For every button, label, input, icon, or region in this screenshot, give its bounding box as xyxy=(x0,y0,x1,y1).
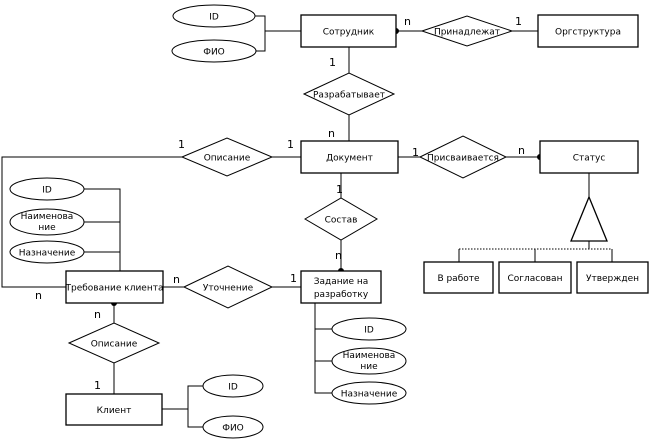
entity-trebovanie-label: Требование клиента xyxy=(65,284,164,294)
attribute-treb-id[interactable]: ID xyxy=(9,177,85,201)
entity-utverzhden[interactable]: Утвержден xyxy=(576,261,649,294)
cardinality-treb-opis: 1 xyxy=(178,138,185,151)
attribute-zad-name[interactable]: Наименова ние xyxy=(331,347,407,375)
relationship-prisvaivaetsya[interactable]: Присваивается xyxy=(418,135,508,179)
attribute-sotrudnik-id-label: ID xyxy=(209,13,219,23)
cardinality-sotr-razr: 1 xyxy=(329,56,336,69)
entity-zadanie-label-line1: Задание на xyxy=(314,277,369,287)
attribute-sotrudnik-fio[interactable]: ФИО xyxy=(171,39,257,63)
cardinality-zad-utoch: 1 xyxy=(290,272,297,285)
cardinality-status-prisv: n xyxy=(518,144,525,157)
cardinality-treb-loop: n xyxy=(35,289,42,302)
cardinality-doc-sostav: 1 xyxy=(336,183,343,196)
cardinality-treb-opis2: n xyxy=(94,308,101,321)
entity-sotrudnik[interactable]: Сотрудник xyxy=(300,14,397,48)
entity-zadanie-label-line2: разработку xyxy=(314,290,369,300)
entity-soglasovan[interactable]: Согласован xyxy=(498,261,572,294)
relationship-razrabatyvaet-label: Разрабатывает xyxy=(313,91,385,101)
cardinality-doc-razr: n xyxy=(328,127,335,140)
attribute-treb-name-label-line1: Наименова xyxy=(21,212,74,222)
relationship-opisanie-doc-label: Описание xyxy=(204,154,251,164)
entity-status-label: Статус xyxy=(573,154,606,164)
cardinality-doc-prisv: 1 xyxy=(412,146,419,159)
relationship-utochnenie-label: Уточнение xyxy=(203,284,254,294)
attribute-treb-purpose-label: Назначение xyxy=(19,249,76,259)
line-treb-attr-bracket xyxy=(84,188,121,271)
entity-status[interactable]: Статус xyxy=(539,140,639,174)
entity-v-rabote-label: В работе xyxy=(437,274,480,284)
line-klient-attr-bracket xyxy=(187,385,203,428)
attribute-klient-id-label: ID xyxy=(228,383,238,393)
attribute-klient-fio[interactable]: ФИО xyxy=(202,415,264,439)
cardinality-sotr-prin: n xyxy=(404,15,411,28)
attribute-treb-purpose[interactable]: Назначение xyxy=(9,240,85,264)
relationship-prinadlezhat[interactable]: Принадлежат xyxy=(420,15,514,47)
cardinality-org-prin: 1 xyxy=(515,15,522,28)
attribute-zad-name-label-line1: Наименова xyxy=(343,351,396,361)
relationship-sostav[interactable]: Состав xyxy=(304,197,378,241)
line-sotrudnik-attr-id xyxy=(255,15,266,52)
entity-dokument-label: Документ xyxy=(326,154,373,164)
relationship-sostav-label: Состав xyxy=(325,216,358,226)
entity-utverzhden-label: Утвержден xyxy=(586,274,639,284)
cardinality-zad-sostav: n xyxy=(335,249,342,262)
connector-lines xyxy=(1,15,613,428)
attribute-sotrudnik-fio-label: ФИО xyxy=(203,48,225,58)
attribute-zad-id[interactable]: ID xyxy=(331,317,407,341)
line-zad-attr-bracket xyxy=(314,303,332,394)
entity-klient[interactable]: Клиент xyxy=(65,393,163,426)
generalization-triangle xyxy=(570,195,608,242)
entity-trebovanie-klienta[interactable]: Требование клиента xyxy=(65,270,164,304)
entity-dokument[interactable]: Документ xyxy=(300,140,399,174)
attribute-treb-name[interactable]: Наименова ние xyxy=(9,208,85,236)
relationship-prinadlezhat-label: Принадлежат xyxy=(434,28,500,38)
entity-v-rabote[interactable]: В работе xyxy=(423,261,494,294)
entity-orgstruktura-label: Оргструктура xyxy=(555,28,621,38)
entity-klient-label: Клиент xyxy=(97,406,132,416)
cardinality-treb-utoch: n xyxy=(173,273,180,286)
attribute-treb-name-label-line2: ние xyxy=(38,223,56,233)
relationship-utochnenie[interactable]: Уточнение xyxy=(182,265,274,309)
cardinality-doc-opis: 1 xyxy=(287,138,294,151)
line-opisanie-loop xyxy=(1,156,182,288)
relationship-opisanie-client-label: Описание xyxy=(91,340,138,350)
attribute-zad-purpose-label: Назначение xyxy=(341,390,398,400)
entity-orgstruktura[interactable]: Оргструктура xyxy=(537,14,639,48)
relationship-opisanie-client[interactable]: Описание xyxy=(67,322,161,364)
cardinality-labels: n 1 1 n 1 1 1 n 1 n n 1 n n 1 xyxy=(35,15,525,392)
cardinality-klient-opis2: 1 xyxy=(94,379,101,392)
entity-zadanie[interactable]: Задание на разработку xyxy=(300,270,382,304)
relationship-opisanie-doc[interactable]: Описание xyxy=(180,137,274,177)
attribute-klient-fio-label: ФИО xyxy=(222,424,244,434)
attribute-zad-name-label-line2: ние xyxy=(360,362,378,372)
relationship-prisvaivaetsya-label: Присваивается xyxy=(427,154,499,164)
attribute-zad-id-label: ID xyxy=(364,326,374,336)
attribute-sotrudnik-id[interactable]: ID xyxy=(172,4,256,28)
attribute-zad-purpose[interactable]: Назначение xyxy=(331,381,407,405)
relationship-razrabatyvaet[interactable]: Разрабатывает xyxy=(302,72,396,116)
entity-sotrudnik-label: Сотрудник xyxy=(323,28,375,38)
entity-soglasovan-label: Согласован xyxy=(508,274,563,284)
attribute-treb-id-label: ID xyxy=(42,186,52,196)
attribute-klient-id[interactable]: ID xyxy=(202,374,264,398)
